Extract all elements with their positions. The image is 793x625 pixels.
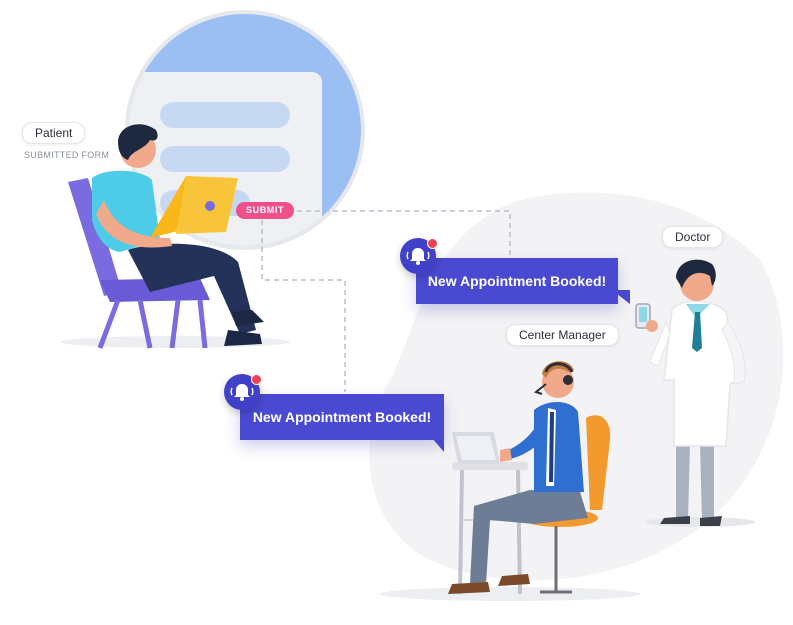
patient-label: Patient	[22, 122, 86, 144]
notification-text: New Appointment Booked!	[427, 273, 607, 289]
submit-button[interactable]: SUBMIT	[236, 202, 295, 219]
alert-dot	[427, 238, 438, 249]
connector-to-doctor-notice	[288, 210, 511, 255]
floor-shadow-manager	[380, 587, 640, 601]
patient-figure	[92, 124, 264, 346]
notification-manager: New Appointment Booked!	[240, 394, 444, 440]
doctor-label: Doctor	[662, 226, 724, 248]
center-manager-label: Center Manager	[506, 324, 619, 346]
connector-to-manager-notice	[261, 220, 346, 392]
notification-text: New Appointment Booked!	[252, 409, 432, 425]
alert-dot	[251, 374, 262, 385]
form-field-1	[160, 102, 290, 128]
bell-icon	[400, 238, 438, 274]
bell-icon	[224, 374, 262, 410]
notification-doctor: New Appointment Booked!	[416, 258, 618, 304]
patient-sublabel: SUBMITTED FORM	[24, 150, 110, 160]
form-field-2	[160, 146, 290, 172]
manager-desk	[452, 432, 528, 595]
doctor-figure	[635, 259, 746, 526]
manager-figure	[448, 361, 588, 594]
